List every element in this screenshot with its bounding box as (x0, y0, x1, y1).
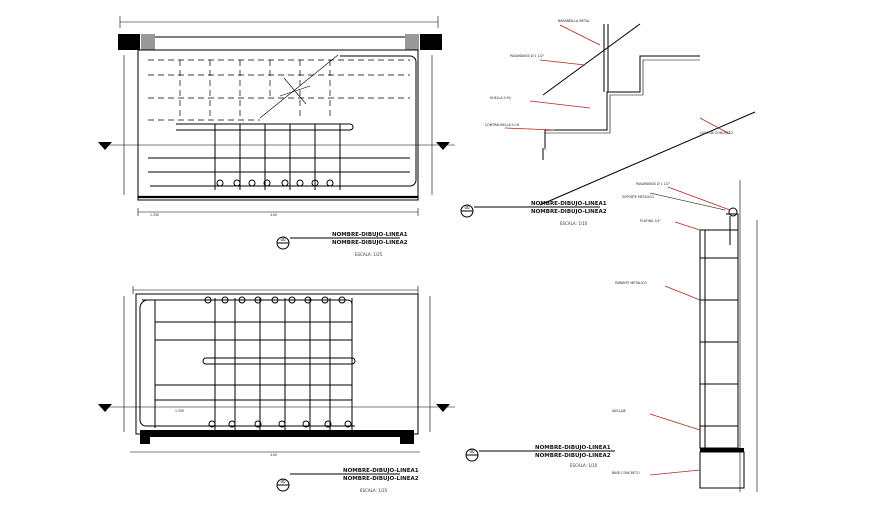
railing-elevation: PASAMANOS Ø 1 1/2" SOPORTE METALICO PLAT… (465, 180, 758, 492)
title-plan-top: 00 NOMBRE-DIBUJO-LINEA1 NOMBRE-DIBUJO-LI… (276, 232, 408, 257)
wall-block (141, 34, 155, 50)
svg-text:PASAMANOS Ø 1 1/2": PASAMANOS Ø 1 1/2" (510, 53, 545, 58)
baluster-post (326, 179, 334, 187)
svg-text:PASAMANOS Ø 1 1/2": PASAMANOS Ø 1 1/2" (636, 181, 671, 186)
title-plan-bottom: 00 NOMBRE-DIBUJO-LINEA1 NOMBRE-DIBUJO-LI… (276, 468, 419, 493)
svg-text:4.00: 4.00 (270, 453, 277, 457)
baluster-post (216, 179, 224, 187)
svg-text:HUELLA 0.30: HUELLA 0.30 (490, 96, 511, 100)
baluster-post (281, 179, 289, 187)
section-marker-right (436, 142, 450, 150)
baluster-post (296, 179, 304, 187)
wall-block (400, 430, 414, 444)
detail-title-line1: NOMBRE-DIBUJO-LINEA1 (332, 232, 408, 238)
baluster-post (254, 296, 262, 304)
wall-block (140, 430, 150, 444)
wall-block (118, 34, 140, 50)
svg-text:ANCLAJE: ANCLAJE (612, 409, 626, 413)
detail-number: 00 (469, 449, 475, 454)
detail-scale: ESCALA: 1/10 (560, 221, 588, 226)
plan-bottom: 1.350 4.00 (98, 286, 455, 457)
detail-title-line2: NOMBRE-DIBUJO-LINEA2 (343, 476, 419, 482)
baluster-post (288, 296, 296, 304)
detail-number: 00 (280, 479, 286, 484)
svg-text:CONTRAHUELLA 0.18: CONTRAHUELLA 0.18 (485, 123, 519, 127)
svg-text:1.350: 1.350 (150, 213, 159, 217)
baluster-post (233, 179, 241, 187)
detail-scale: ESCALA: 1/25 (355, 252, 383, 257)
detail-number: 00 (280, 237, 286, 242)
baluster-post (228, 420, 236, 428)
baluster-post (311, 179, 319, 187)
svg-text:LOSA DE CONCRETO: LOSA DE CONCRETO (700, 131, 733, 135)
baluster-post (238, 296, 246, 304)
detail-title-line2: NOMBRE-DIBUJO-LINEA2 (531, 209, 607, 215)
svg-text:1.350: 1.350 (175, 409, 184, 413)
base-block (700, 448, 744, 452)
svg-text:PARANTE METALICO: PARANTE METALICO (615, 281, 647, 285)
baluster-post (321, 296, 329, 304)
baluster-post (302, 420, 310, 428)
plan-top: 1.350 4.00 (98, 16, 455, 217)
baluster-post (204, 296, 212, 304)
detail-scale: ESCALA: 1/10 (570, 463, 598, 468)
baluster-post (338, 296, 346, 304)
detail-title-line1: NOMBRE-DIBUJO-LINEA1 (531, 201, 607, 207)
detail-title-line2: NOMBRE-DIBUJO-LINEA2 (332, 240, 408, 246)
baluster-post (248, 179, 256, 187)
section-stair: BARANDILLA METAL PASAMANOS Ø 1 1/2" HUEL… (460, 19, 756, 226)
detail-title-line1: NOMBRE-DIBUJO-LINEA1 (343, 468, 419, 474)
detail-title-line2: NOMBRE-DIBUJO-LINEA2 (535, 453, 611, 459)
section-marker-right (436, 404, 450, 412)
slab (140, 430, 410, 437)
detail-number: 00 (464, 205, 470, 210)
section-marker-left (98, 404, 112, 412)
detail-title-line1: NOMBRE-DIBUJO-LINEA1 (535, 445, 611, 451)
baluster-post (221, 296, 229, 304)
svg-text:BARANDILLA METAL: BARANDILLA METAL (558, 19, 590, 23)
baluster-post (324, 420, 332, 428)
baluster-post (304, 296, 312, 304)
wall-block (420, 34, 442, 50)
svg-text:PLATINA 1/4": PLATINA 1/4" (640, 219, 661, 223)
section-marker-left (98, 142, 112, 150)
svg-text:BASE CONCRETO: BASE CONCRETO (612, 471, 640, 475)
svg-text:SOPORTE METALICO: SOPORTE METALICO (622, 195, 655, 199)
baluster-post (344, 420, 352, 428)
baluster-post (271, 296, 279, 304)
detail-scale: ESCALA: 1/25 (360, 488, 388, 493)
baluster-post (254, 420, 262, 428)
baluster-post (278, 420, 286, 428)
baluster-post (263, 179, 271, 187)
wall-block (405, 34, 419, 50)
baluster-post (208, 420, 216, 428)
svg-text:4.00: 4.00 (270, 213, 277, 217)
